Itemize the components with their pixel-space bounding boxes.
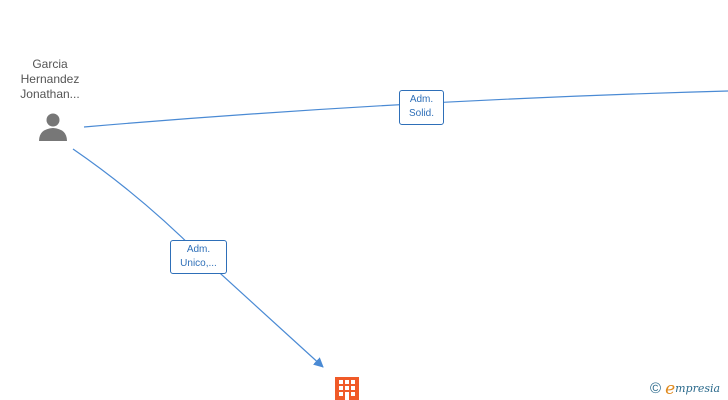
person-icon[interactable] [38, 112, 68, 142]
brand-name: mpresia [675, 382, 721, 395]
person-name-line-2: Hernandez [20, 72, 80, 86]
empresia-watermark: © e mpresia [650, 379, 720, 399]
brand-initial: e [665, 379, 676, 399]
edge-label-adm-solid[interactable]: Adm. Solid. [399, 90, 444, 125]
building-icon[interactable] [335, 377, 359, 400]
edge-label-line: Adm. [186, 244, 211, 255]
edge-label-adm-unico[interactable]: Adm. Unico,... [170, 240, 227, 274]
person-name-line-3: Jonathan... [20, 87, 80, 101]
copyright-icon: © [650, 380, 662, 397]
person-name-line-1: Garcia [32, 57, 68, 71]
edge-label-line: Unico,... [180, 258, 217, 269]
person-name[interactable]: Garcia Hernandez Jonathan... [8, 57, 92, 102]
edge-label-line: Adm. [409, 94, 434, 105]
edge-label-line: Solid. [408, 108, 434, 119]
